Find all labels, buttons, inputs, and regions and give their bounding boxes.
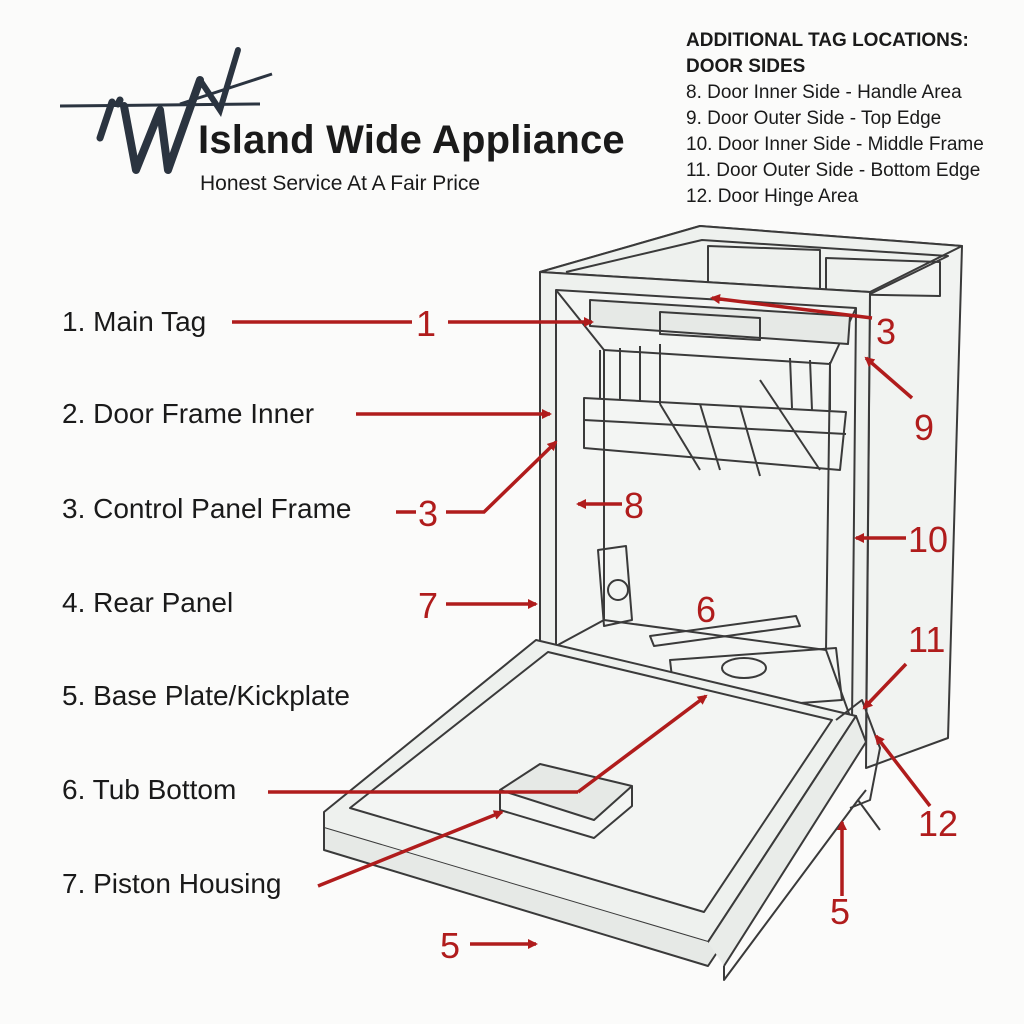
additional-tags-subheading: DOOR SIDES xyxy=(686,56,806,77)
additional-tags-heading: ADDITIONAL TAG LOCATIONS: xyxy=(686,30,969,51)
callout-11: 11 xyxy=(908,619,946,660)
arrow-control-panel-left xyxy=(396,442,556,514)
legend-item-piston-housing: 7. Piston Housing xyxy=(62,868,282,899)
callout-12: 12 xyxy=(918,803,959,844)
callout-6: 6 xyxy=(696,589,717,630)
additional-tags-panel: ADDITIONAL TAG LOCATIONS: DOOR SIDES 8. … xyxy=(686,28,984,210)
legend-item-door-frame-inner: 2. Door Frame Inner xyxy=(62,398,315,429)
callout-3-left: 3 xyxy=(418,493,439,534)
callout-3-top: 3 xyxy=(876,311,897,352)
arrow-control-panel-top xyxy=(710,294,873,320)
callout-8: 8 xyxy=(624,485,645,526)
legend-item-rear-panel: 4. Rear Panel xyxy=(62,587,234,618)
callout-5-right: 5 xyxy=(830,891,851,932)
brand-logo xyxy=(59,40,280,195)
arrow-piston-housing xyxy=(317,810,504,888)
callout-9: 9 xyxy=(914,407,935,448)
callout-7: 7 xyxy=(418,585,439,626)
additional-tag-item: 10. Door Inner Side - Middle Frame xyxy=(686,134,984,155)
legend-item-main-tag: 1. Main Tag xyxy=(62,306,207,337)
arrow-door-outer-top xyxy=(864,356,914,400)
callout-1: 1 xyxy=(416,303,437,344)
additional-tag-item: 12. Door Hinge Area xyxy=(686,186,859,207)
arrow-door-hinge xyxy=(874,734,932,808)
additional-tag-item: 8. Door Inner Side - Handle Area xyxy=(686,82,962,103)
legend-item-tub-bottom: 6. Tub Bottom xyxy=(62,774,237,805)
legend-item-base-plate: 5. Base Plate/Kickplate xyxy=(62,680,350,711)
legend-item-control-panel-frame: 3. Control Panel Frame xyxy=(62,493,352,524)
additional-tag-item: 9. Door Outer Side - Top Edge xyxy=(686,108,942,129)
brand-tagline: Honest Service At A Fair Price xyxy=(200,172,481,195)
logo-swoosh-icon xyxy=(59,47,273,174)
brand-name: Island Wide Appliance xyxy=(198,118,625,162)
callout-10: 10 xyxy=(908,519,949,560)
arrow-door-outer-bottom xyxy=(862,662,908,710)
additional-tag-item: 11. Door Outer Side - Bottom Edge xyxy=(686,160,981,181)
callout-5-bottom: 5 xyxy=(440,925,461,966)
callout-arrows xyxy=(232,294,932,949)
arrow-tub-bottom-head xyxy=(576,694,708,794)
